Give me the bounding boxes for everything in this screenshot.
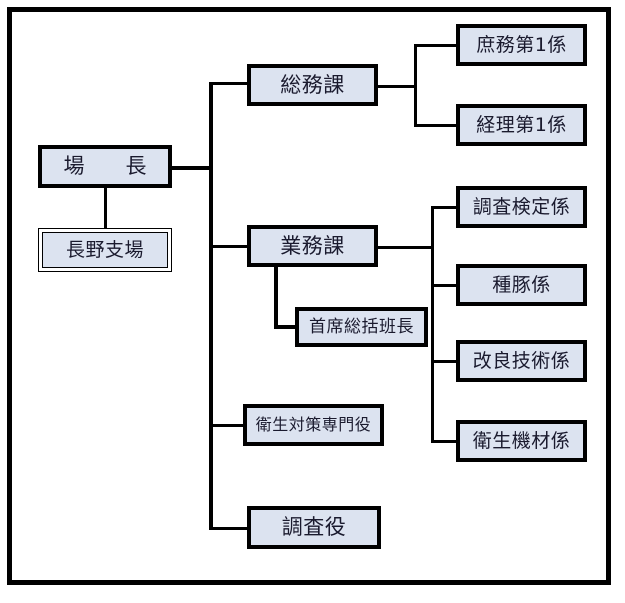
node-breeding-pig-section[interactable]: 種豚係 <box>456 264 587 306</box>
connector-trunk-to-operations <box>209 245 249 248</box>
node-inspection-section[interactable]: 調査検定係 <box>456 186 587 228</box>
connector-subtrunk-to-breeding-pig <box>431 284 459 287</box>
node-director[interactable]: 場 長 <box>38 145 172 188</box>
node-general-affairs-section-1-label: 庶務第1係 <box>476 33 567 56</box>
node-chief-supervisor[interactable]: 首席総括班長 <box>295 307 428 347</box>
connector-trunk-to-general-affairs <box>209 82 249 85</box>
node-improvement-technology-section[interactable]: 改良技術係 <box>456 340 587 382</box>
connector-general-affairs-to-subtrunk <box>376 85 417 88</box>
node-nagano-branch-label: 長野支場 <box>65 238 144 261</box>
connector-trunk-to-investigator <box>209 527 249 530</box>
node-breeding-pig-section-label: 種豚係 <box>492 273 551 296</box>
connector-main-trunk <box>209 82 213 530</box>
node-chief-supervisor-label: 首席総括班長 <box>309 316 414 337</box>
node-improvement-technology-section-label: 改良技術係 <box>472 349 571 372</box>
node-accounting-section-1[interactable]: 経理第1係 <box>456 104 587 146</box>
node-director-label: 場 長 <box>63 154 157 178</box>
connector-subtrunk-to-hygiene-equipment <box>431 440 459 443</box>
node-accounting-section-1-label: 経理第1係 <box>476 113 567 136</box>
connector-trunk-to-hygiene-specialist <box>209 424 249 427</box>
connector-operations-to-chief-supervisor-h <box>274 325 304 329</box>
connector-operations-to-subtrunk <box>377 246 434 249</box>
connector-subtrunk-to-inspection <box>431 206 459 209</box>
node-general-affairs-label: 総務課 <box>280 72 345 97</box>
connector-subtrunk-to-improvement-tech <box>431 360 459 363</box>
connector-subtrunk-to-accounting-1 <box>414 124 458 127</box>
connector-general-affairs-subtrunk <box>414 44 417 127</box>
node-operations-label: 業務課 <box>280 233 345 258</box>
node-general-affairs[interactable]: 総務課 <box>247 64 378 106</box>
node-inspection-section-label: 調査検定係 <box>472 195 571 218</box>
connector-director-to-nagano <box>104 184 107 230</box>
node-general-affairs-section-1[interactable]: 庶務第1係 <box>456 24 587 66</box>
node-hygiene-equipment-section[interactable]: 衛生機材係 <box>456 420 587 462</box>
connector-operations-to-chief-supervisor-v <box>274 265 278 329</box>
node-hygiene-specialist-label: 衛生対策専門役 <box>255 415 372 434</box>
connector-operations-subtrunk <box>431 206 434 442</box>
node-hygiene-specialist[interactable]: 衛生対策専門役 <box>243 404 384 446</box>
connector-director-to-trunk <box>168 166 213 170</box>
connector-subtrunk-to-general-affairs-1 <box>414 44 458 47</box>
node-investigator-label: 調査役 <box>281 515 347 539</box>
node-hygiene-equipment-section-label: 衛生機材係 <box>472 429 571 452</box>
node-investigator[interactable]: 調査役 <box>247 506 381 549</box>
node-operations[interactable]: 業務課 <box>247 225 378 267</box>
node-nagano-branch[interactable]: 長野支場 <box>38 228 172 272</box>
